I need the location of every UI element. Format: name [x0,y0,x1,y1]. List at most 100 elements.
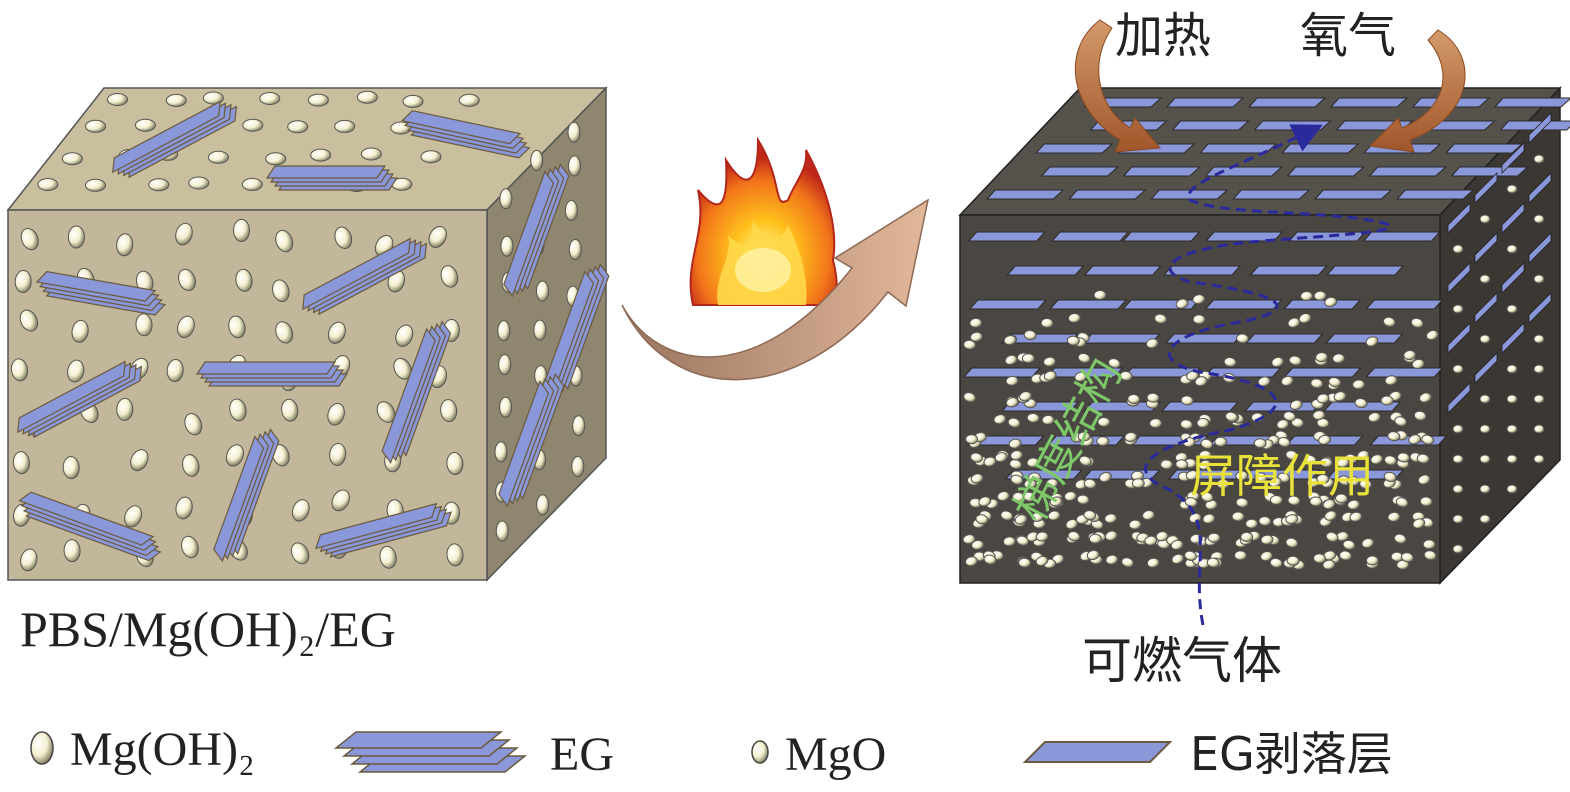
combustible-gas-label: 可燃气体 [1082,632,1282,690]
mgo-particle [1194,376,1208,387]
eg-sheet [302,237,411,311]
mgo-particle [1144,535,1158,546]
mgoh2-particle [202,91,224,105]
mgo-particle [1452,364,1464,374]
eg-exfoliated-layer [1501,142,1525,174]
mgo-particle [1083,478,1097,489]
eg-exfoliated-layer [1283,299,1362,310]
eg-stack [381,320,452,464]
mgo-particle [1065,518,1079,530]
eg-exfoliated-layer [1083,265,1162,276]
eg-sheet [112,100,221,174]
mgoh2-particle [10,358,29,382]
mgo-particle [1395,497,1409,508]
char-block [958,86,1570,585]
mgoh2-particle [62,456,80,480]
mgo-particle [1260,550,1273,562]
mgo-particle [969,317,983,328]
eg-stack [543,263,610,398]
mgoh2-particle [536,280,549,302]
mgo-particle [969,331,983,342]
mgoh2-particle [207,150,229,164]
mgoh2-particle [116,397,134,421]
mgo-particle [1043,356,1057,367]
mgo-particle [1400,552,1414,563]
eg-exfoliated-layer [1528,112,1552,144]
mgoh2-particle [165,93,187,107]
eg-exfoliated-layer [1245,333,1324,344]
mgoh2-particle [175,222,193,246]
composite-top-particles [37,90,480,192]
mgo-particle [1421,434,1435,445]
eg-exfoliated-layer [1474,352,1498,384]
composite-block [6,86,610,582]
eg-sheet [35,270,157,302]
mgo-particle [1422,539,1436,550]
mgo-particle [1506,304,1518,314]
eg-sheet [18,491,155,546]
mgo-particle [1533,154,1545,164]
mgo-particle [1479,214,1491,224]
eg-exfoliated-layer [1396,189,1475,200]
mgo-particle [1016,535,1029,546]
eg-stack [112,100,238,179]
mgo-particle [1452,424,1464,434]
eg-sheet [213,435,265,563]
eg-exfoliated-layer [1204,299,1283,310]
mgo-particle [1003,335,1017,346]
mgo-particle [1304,454,1317,466]
mgo-particle [1076,494,1090,505]
mgoh2-particle [265,152,287,166]
mgo-particle [1253,438,1267,449]
mgo-particle [975,514,989,525]
mgoh2-particle [533,319,547,341]
mgo-particle [983,554,997,565]
eg-exfoliated-layer [1325,333,1404,344]
mgo-particle [1412,518,1426,529]
mgo-particle [971,539,985,550]
mgo-particle [1322,499,1336,510]
mgo-particle [1180,395,1194,406]
mgo-particle [1175,459,1189,470]
mgo-particle [1383,471,1397,483]
mgoh2-particle [37,178,59,191]
mgo-particle [1107,358,1121,369]
eg-exfoliated-layer [1501,322,1525,354]
mgo-particle [962,534,976,545]
mgoh2-particle [446,543,464,567]
mgoh2-particle [85,119,107,133]
mgo-particle [1074,371,1088,382]
mgo-particle [1224,411,1238,422]
mgo-particle [1063,491,1077,502]
mgoh2-particle [67,359,85,383]
mgoh2-particle [497,320,511,342]
mgoh2-particle [494,441,508,463]
eg-exfoliated-layer [1501,262,1525,294]
mgo-particle [1533,454,1545,464]
mgo-particle [1145,338,1159,349]
eg-stack [35,270,167,316]
mgo-particle [1235,497,1249,508]
mgo-particle [1347,499,1361,510]
mgoh2-particle [500,235,514,257]
eg-exfoliated-layer [1280,143,1360,154]
eg-exfoliated-layer [1493,97,1570,108]
mgo-particle [1479,394,1491,404]
mgoh2-particle [568,155,581,177]
mgo-particle [1160,459,1174,470]
legend-label-mgo: MgO [785,728,886,781]
mgo-particle [1149,418,1163,429]
mgoh2-particle [235,268,253,292]
mgoh2-particle [428,226,447,248]
mgo-particle [1310,378,1324,389]
eg-exfoliated-layer [1048,299,1128,310]
mgo-particle [1318,434,1332,445]
combustible-gas-path [1144,124,1392,626]
eg-exfoliated-layer-icon [1022,741,1173,763]
eg-sheet [265,165,387,179]
mgo-particle [1316,393,1330,404]
mgo-particle [1316,473,1330,485]
mgo-particle [1479,424,1491,434]
mgoh2-particle [376,401,396,423]
barrier-effect-label: 屏障作用 [1190,449,1374,503]
